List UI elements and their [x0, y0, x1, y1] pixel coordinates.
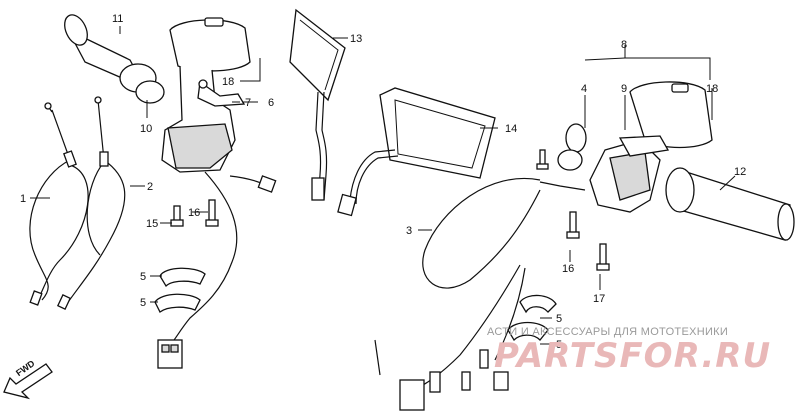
callout-6: 6	[268, 97, 274, 109]
right-switch-harness-3	[374, 177, 586, 411]
callout-10: 10	[140, 123, 152, 135]
right-switch-housing	[589, 81, 713, 213]
bolt-15	[170, 205, 184, 227]
callout-18-right: 18	[706, 83, 718, 95]
callout-5-right-upper: 5	[556, 313, 562, 325]
callout-15: 15	[146, 218, 158, 230]
wire-clamp-5-left-upper	[159, 267, 206, 288]
callout-5-left-lower: 5	[140, 297, 146, 309]
throttle-cable-1	[29, 102, 89, 306]
watermark-logo: PARTSFOR.RU	[494, 336, 772, 376]
callout-5-left-upper: 5	[140, 271, 146, 283]
callout-12: 12	[734, 166, 746, 178]
callout-13: 13	[350, 33, 362, 45]
throttle-cable-2	[56, 96, 126, 310]
screw-small-right	[536, 149, 549, 170]
callout-18-left: 18	[222, 76, 234, 88]
wire-clamp-5-right-lower	[507, 321, 549, 342]
callout-8: 8	[621, 39, 627, 51]
callout-11: 11	[112, 13, 123, 25]
bolt-16-right	[566, 211, 580, 239]
right-grip-12	[665, 167, 795, 241]
bolt-17	[596, 243, 610, 271]
mirror-14	[337, 87, 496, 217]
bolt-16-left	[205, 199, 219, 227]
callout-2: 2	[147, 181, 153, 193]
switch-collar-4	[557, 123, 587, 171]
callout-7: 7	[245, 97, 251, 109]
callout-16-left: 16	[188, 207, 200, 219]
left-grip-11	[64, 14, 165, 104]
forward-arrow-icon	[3, 363, 53, 400]
wire-clamp-5-right-upper	[519, 294, 557, 314]
callout-16-right: 16	[562, 263, 574, 275]
callout-17: 17	[593, 293, 605, 305]
callout-3: 3	[406, 225, 412, 237]
left-switch-harness	[157, 171, 277, 369]
callout-9: 9	[621, 83, 627, 95]
callout-14: 14	[505, 123, 517, 135]
mirror-13	[289, 8, 346, 201]
wire-clamp-5-left-lower	[154, 293, 201, 313]
leader-lines	[30, 26, 736, 345]
callout-4: 4	[581, 83, 587, 95]
callout-1: 1	[20, 193, 26, 205]
watermark-text: АСТИ И АКСЕССУАРЫ ДЛЯ МОТОТЕХНИКИ	[487, 326, 729, 338]
left-switch-housing	[161, 17, 251, 173]
callout-5-right-lower: 5	[556, 339, 562, 351]
